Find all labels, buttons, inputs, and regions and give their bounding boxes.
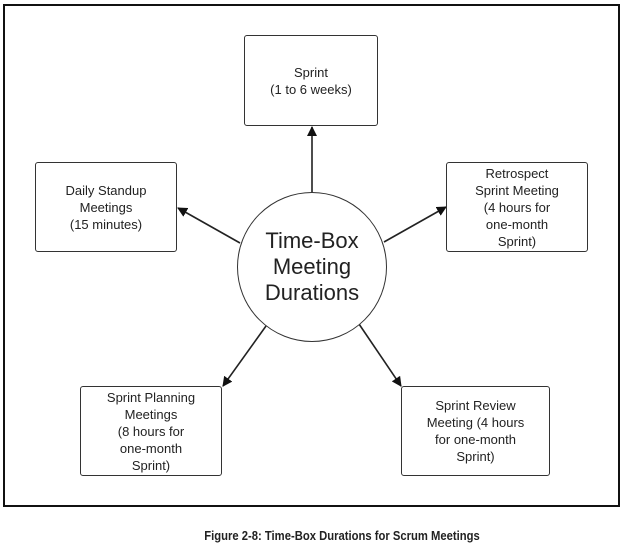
figure-caption: Figure 2-8: Time-Box Durations for Scrum… bbox=[204, 529, 480, 543]
center-node: Time-Box Meeting Durations bbox=[237, 192, 387, 342]
arrow-to-sprint-review bbox=[358, 323, 402, 387]
node-label: Sprint (1 to 6 weeks) bbox=[270, 64, 352, 97]
node-label: Sprint Planning Meetings (8 hours for on… bbox=[106, 389, 196, 473]
node-label: Retrospect Sprint Meeting (4 hours for o… bbox=[475, 165, 559, 249]
node-label: Daily Standup Meetings (15 minutes) bbox=[65, 182, 147, 232]
arrow-to-daily-standup bbox=[177, 207, 241, 244]
node-retrospect: Retrospect Sprint Meeting (4 hours for o… bbox=[446, 162, 588, 252]
center-label: Time-Box Meeting Durations bbox=[264, 228, 360, 305]
arrow-to-retrospect bbox=[383, 206, 447, 243]
node-sprint-review: Sprint Review Meeting (4 hours for one-m… bbox=[401, 386, 550, 476]
node-sprint: Sprint (1 to 6 weeks) bbox=[244, 35, 378, 126]
node-sprint-planning: Sprint Planning Meetings (8 hours for on… bbox=[80, 386, 222, 476]
node-daily-standup: Daily Standup Meetings (15 minutes) bbox=[35, 162, 177, 252]
arrow-to-sprint-planning bbox=[222, 325, 267, 387]
node-label: Sprint Review Meeting (4 hours for one-m… bbox=[426, 398, 525, 464]
figure-frame bbox=[3, 4, 620, 507]
